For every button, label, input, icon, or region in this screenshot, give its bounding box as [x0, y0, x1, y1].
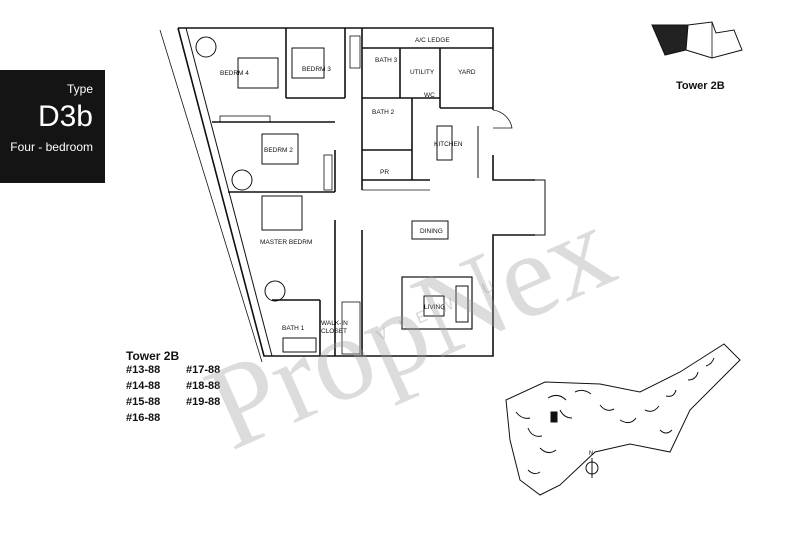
door-swing	[492, 109, 513, 129]
room-label-bedrm3: BEDRM 3	[302, 66, 331, 73]
keyplan-highlight-unit	[651, 24, 689, 56]
room-label-pr: PR	[380, 169, 389, 176]
keyplan-outline	[685, 21, 743, 59]
site-boundary	[505, 343, 741, 496]
outer-wall	[177, 27, 535, 357]
room-label-kitchen: KITCHEN	[434, 141, 463, 148]
round-table	[264, 280, 286, 302]
bed	[291, 47, 325, 79]
bed	[261, 195, 303, 231]
unit-number: #16-88	[126, 412, 161, 424]
site-block	[705, 357, 715, 367]
dining-table	[411, 220, 449, 240]
site-block	[527, 427, 543, 437]
living-area	[401, 276, 473, 330]
north-label: N	[589, 451, 593, 457]
site-block	[574, 389, 592, 395]
wardrobe	[341, 301, 361, 355]
site-block	[527, 469, 541, 475]
round-table	[231, 169, 253, 191]
outer-wall	[492, 155, 535, 181]
balcony-rail	[535, 179, 546, 236]
unit-type-box: Type D3b Four - bedroom	[0, 70, 105, 183]
site-block	[665, 389, 677, 397]
room-label-bedrm2: BEDRM 2	[264, 147, 293, 154]
keyplan-tower-label: Tower 2B	[676, 80, 725, 92]
room-label-bath3: BATH 3	[375, 57, 398, 64]
outer-wall	[178, 27, 494, 110]
room-label-dining: DINING	[420, 228, 443, 235]
room-label-ac-ledge: A/C LEDGE	[415, 37, 450, 44]
keyplan	[651, 21, 743, 59]
site-block	[539, 447, 557, 454]
wardrobe	[219, 115, 271, 123]
site-block	[547, 394, 567, 401]
type-description: Four - bedroom	[10, 140, 93, 154]
bathtub	[282, 337, 317, 353]
room-label-yard: YARD	[458, 69, 476, 76]
facade-line	[159, 29, 263, 363]
site-block	[687, 371, 699, 381]
unit-number: #13-88	[126, 364, 161, 376]
site-highlight-block	[550, 411, 558, 423]
room-label-utility: UTILITY	[410, 69, 435, 76]
unit-number: #17-88	[186, 364, 221, 376]
wardrobe	[349, 35, 361, 69]
room-label-bath2: BATH 2	[372, 109, 395, 116]
unit-number: #14-88	[126, 380, 161, 392]
site-block	[644, 405, 660, 412]
unit-number: #18-88	[186, 380, 221, 392]
type-code: D3b	[37, 100, 93, 133]
room-label-closet: CLOSET	[321, 328, 347, 335]
sofa	[455, 285, 469, 323]
wardrobe	[323, 154, 333, 191]
room-label-bedrm4: BEDRM 4	[220, 70, 249, 77]
unit-number: #19-88	[186, 396, 221, 408]
site-block	[599, 404, 615, 411]
site-block	[559, 409, 573, 419]
units-heading: Tower 2B	[126, 349, 180, 363]
room-label-wc: WC	[424, 92, 435, 99]
round-table	[195, 36, 217, 58]
site-block	[619, 417, 637, 424]
site-plan	[505, 343, 741, 496]
bed	[261, 133, 299, 165]
site-block	[659, 429, 673, 434]
room-label-bath1: BATH 1	[282, 325, 305, 332]
room-label-master-bedrm: MASTER BEDRM	[260, 239, 312, 246]
unit-number: #15-88	[126, 396, 161, 408]
kitchen-island	[436, 125, 453, 161]
room-label-living: LIVING	[424, 304, 445, 311]
site-block	[515, 411, 531, 419]
bed	[237, 57, 279, 89]
type-label: Type	[66, 82, 93, 96]
coffee-table	[423, 295, 445, 317]
room-label-walkin: WALK-IN	[321, 320, 348, 327]
